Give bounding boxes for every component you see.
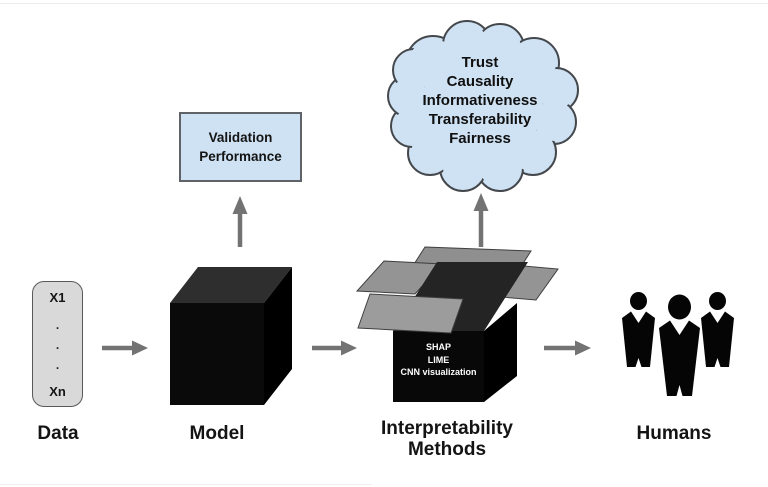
data-node: X1 . . . Xn: [32, 281, 83, 407]
box-left-flap: [355, 260, 444, 295]
flow-arrows: [102, 193, 591, 356]
data-label: Data: [37, 423, 79, 444]
cloud-line-trust: Trust: [461, 54, 499, 71]
data-last-feature: Xn: [49, 384, 66, 399]
method-cnn-visualization: CNN visualization: [400, 367, 477, 378]
model-cube: [170, 267, 292, 405]
data-ellipsis-dots: . . .: [55, 317, 60, 372]
validation-line1: Validation: [208, 130, 273, 145]
box-front-flap: [357, 293, 464, 334]
validation-line2: Performance: [199, 149, 282, 164]
cloud-text: Trust Causality Informativeness Transfer…: [396, 53, 564, 148]
model-label: Model: [189, 423, 245, 444]
data-first-feature: X1: [49, 290, 66, 305]
top-edge-artifact-line: [0, 3, 768, 4]
cloud-shape: [387, 20, 579, 192]
method-shap: SHAP: [425, 342, 451, 353]
interpretability-label-line2: Methods: [407, 439, 487, 460]
humans-icon: [622, 292, 734, 396]
bottom-edge-artifact-line: [0, 484, 372, 485]
arrow-interpretability-to-cloud: [473, 193, 489, 247]
cloud-line-transferability: Transferability: [428, 111, 532, 128]
methods-text: SHAP LIME CNN visualization: [393, 334, 484, 386]
arrow-model-to-validation: [232, 196, 248, 247]
method-lime: LIME: [427, 354, 450, 365]
cloud-line-informativeness: Informativeness: [422, 92, 538, 109]
arrow-data-to-model: [102, 340, 148, 356]
arrow-interpretability-to-humans: [544, 340, 591, 356]
humans-label: Humans: [636, 423, 712, 444]
cloud-line-fairness: Fairness: [449, 130, 511, 147]
box-side-face: [484, 303, 517, 402]
box-front-face: [393, 331, 484, 402]
arrow-model-to-interpretability: [312, 340, 357, 356]
cloud-line-causality: Causality: [446, 73, 514, 90]
interpretability-label: Interpretability Methods: [377, 418, 517, 460]
open-box: [355, 246, 559, 402]
validation-performance-box: Validation Performance: [179, 112, 302, 182]
interpretability-label-line1: Interpretability: [381, 418, 513, 439]
